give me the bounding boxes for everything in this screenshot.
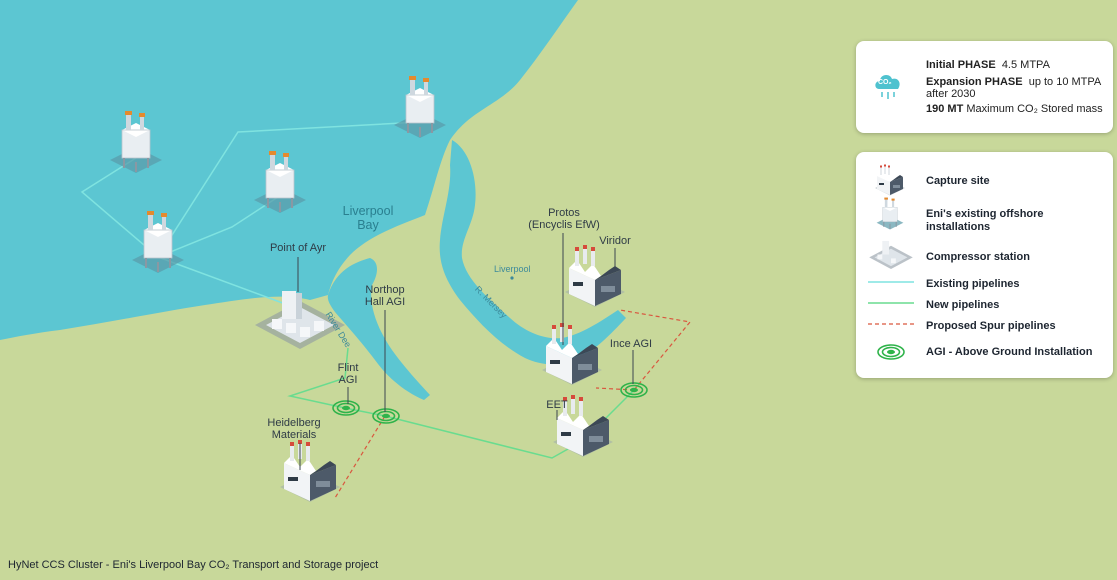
compressor-station-icon xyxy=(255,291,345,349)
liverpool-city-label: Liverpool xyxy=(494,264,531,274)
legend-agi: AGI - Above Ground Installation xyxy=(926,346,1093,358)
northop-hall-agi-label: Northop Hall AGI xyxy=(352,284,418,308)
northop-line1: Northop xyxy=(365,284,405,296)
northop-line2: Hall AGI xyxy=(364,296,406,308)
new-pipeline-line xyxy=(868,302,914,304)
expansion-phase-label: Expansion PHASE xyxy=(926,76,1023,88)
agi-icon-flint xyxy=(332,400,360,416)
viridor-label: Viridor xyxy=(599,235,631,247)
legend-spur: Proposed Spur pipelines xyxy=(926,320,1056,332)
max-stored-label: 190 MT xyxy=(926,103,964,115)
info-card: CO₂ Initial PHASE 4.5 MTPA Expansion PHA… xyxy=(856,41,1113,133)
map-caption: HyNet CCS Cluster - Eni's Liverpool Bay … xyxy=(8,559,379,571)
co2-icon-text: CO₂ xyxy=(878,79,892,86)
protos-label: Protos (Encyclis EfW) xyxy=(520,207,608,231)
expansion-phase-row: Expansion PHASE up to 10 MTPA xyxy=(926,76,1101,88)
expansion-phase-note: after 2030 xyxy=(926,88,976,100)
heidelberg-label: Heidelberg Materials xyxy=(256,417,332,441)
agi-icon-northop xyxy=(372,408,400,424)
dee-estuary xyxy=(327,258,430,400)
capture-site-icon xyxy=(875,164,905,196)
expansion-phase-value: up to 10 MTPA xyxy=(1028,76,1102,88)
mersey-estuary xyxy=(439,140,626,365)
max-stored-value: Maximum CO₂ Stored mass xyxy=(966,103,1103,115)
legend-offshore-line2: installations xyxy=(926,221,991,233)
legend-new: New pipelines xyxy=(926,299,1000,311)
co2-cloud-icon xyxy=(875,75,900,99)
flint-line1: Flint xyxy=(337,362,359,374)
bay-label-line1: Liverpool xyxy=(342,204,394,218)
liverpool-city-dot xyxy=(510,276,514,280)
legend-offshore-line1: Eni's existing offshore xyxy=(926,208,1044,220)
initial-phase-value: 4.5 MTPA xyxy=(1001,59,1050,71)
legend-card: Capture site Eni's existing offshore ins… xyxy=(856,152,1113,378)
eet-label: EET xyxy=(546,399,568,411)
legend-existing: Existing pipelines xyxy=(926,278,1020,290)
agi-icon xyxy=(877,344,905,360)
legend-capture-site: Capture site xyxy=(926,175,990,187)
initial-phase-row: Initial PHASE 4.5 MTPA xyxy=(926,59,1050,71)
point-of-ayr-label: Point of Ayr xyxy=(269,242,327,254)
liverpool-bay-label: Liverpool Bay xyxy=(335,204,401,232)
existing-pipelines xyxy=(80,121,421,306)
heidelberg-line2: Materials xyxy=(271,429,317,441)
heidelberg-line1: Heidelberg xyxy=(267,417,321,429)
leader-lines xyxy=(297,233,634,470)
flint-line2: AGI xyxy=(338,374,358,386)
agi-icon-ince xyxy=(620,382,648,398)
existing-pipeline-line xyxy=(868,281,914,283)
compressor-station-icon xyxy=(869,240,913,270)
protos-line2: (Encyclis EfW) xyxy=(528,219,600,231)
legend-compressor: Compressor station xyxy=(926,251,1030,263)
capture-site-viridor xyxy=(565,245,625,307)
initial-phase-label: Initial PHASE xyxy=(926,59,996,71)
capture-site-heidelberg xyxy=(280,440,340,502)
flint-agi-label: Flint AGI xyxy=(323,362,373,386)
spur-pipeline-line xyxy=(868,323,914,325)
spur-pipelines xyxy=(334,309,692,499)
max-stored-row: 190 MT Maximum CO₂ Stored mass xyxy=(926,103,1103,115)
bay-label-line2: Bay xyxy=(357,218,379,232)
offshore-platform-icon xyxy=(876,197,904,230)
protos-line1: Protos xyxy=(548,207,580,219)
ince-agi-label: Ince AGI xyxy=(609,338,653,350)
